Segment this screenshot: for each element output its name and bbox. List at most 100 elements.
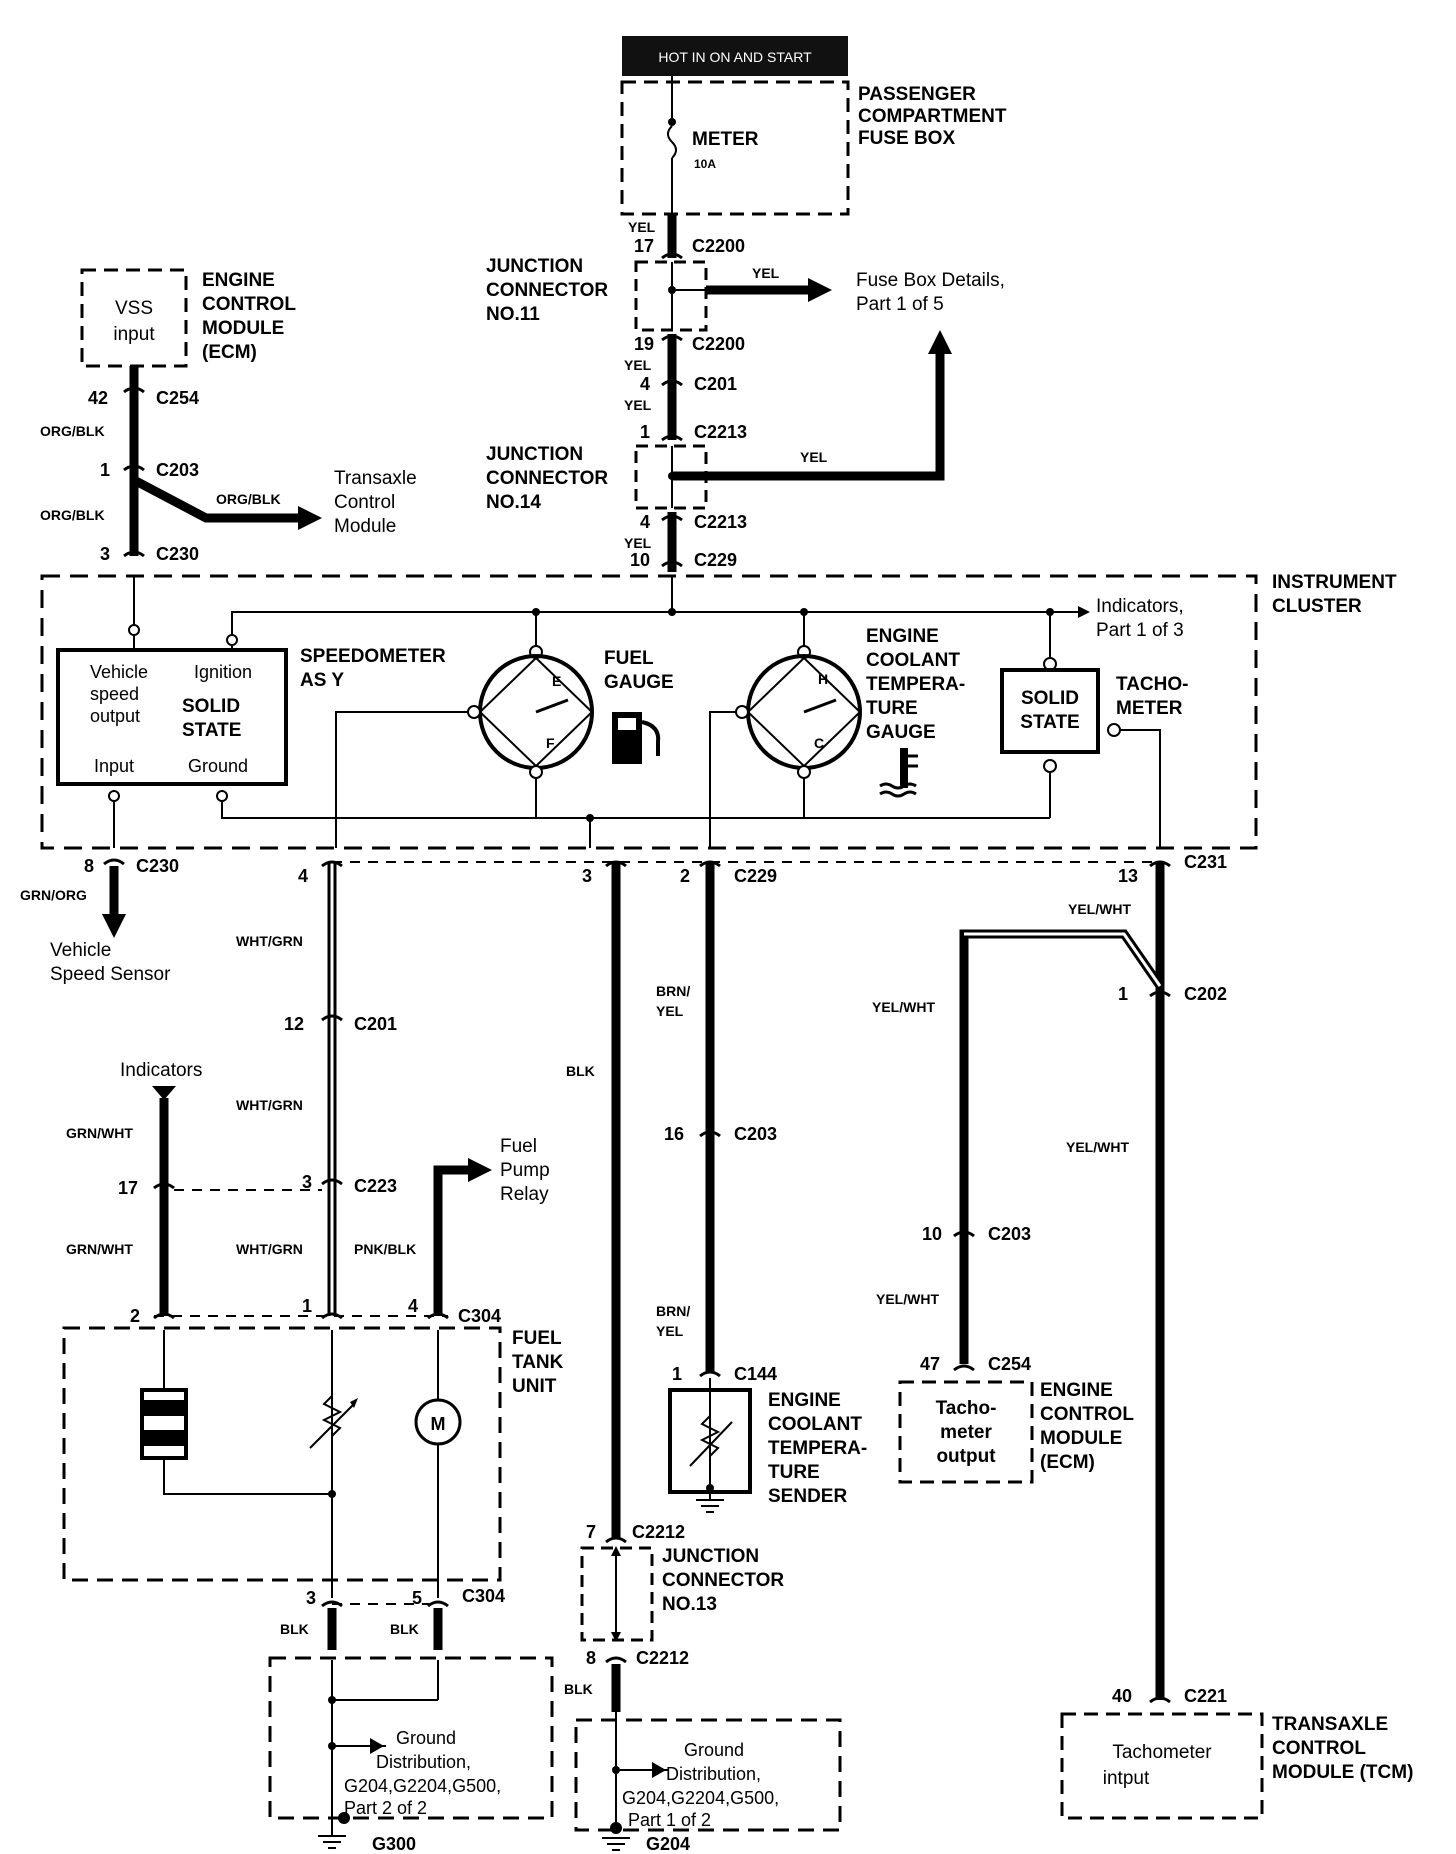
svg-text:10: 10 xyxy=(630,550,650,570)
connector-c203c: 10 C203 xyxy=(922,1224,1031,1244)
solid-state-1a: SOLID xyxy=(182,696,240,717)
fuel-gauge-1: FUEL xyxy=(604,648,654,669)
transaxle-ctrl-3: Module xyxy=(334,516,396,537)
connector-c144: 1 C144 xyxy=(672,1364,777,1384)
wire-label-org-blk-2: ORG/BLK xyxy=(216,491,281,507)
wire-label-org-blk-1: ORG/BLK xyxy=(40,423,105,439)
gauge-letter-c: C xyxy=(814,735,824,751)
arrow-indicators xyxy=(152,1086,176,1100)
svg-text:C203: C203 xyxy=(988,1224,1031,1244)
svg-text:13: 13 xyxy=(1118,866,1138,886)
svg-text:5: 5 xyxy=(412,1588,422,1608)
fuel-tank-unit-3: UNIT xyxy=(512,1376,557,1397)
svg-text:C229: C229 xyxy=(734,866,777,886)
svg-text:C231: C231 xyxy=(1184,852,1227,872)
transaxle-ctrl-2: Control xyxy=(334,492,395,513)
svg-text:12: 12 xyxy=(284,1014,304,1034)
fuse-box-title-1: PASSENGER xyxy=(858,84,976,105)
solid-state-2a: SOLID xyxy=(1021,688,1079,709)
svg-text:C304: C304 xyxy=(458,1306,501,1326)
ground-right-box xyxy=(574,1718,842,1832)
connector-c2213a: 1 C2213 xyxy=(640,422,747,442)
junction-13-title-1: JUNCTION xyxy=(662,1546,759,1567)
junction-14-title-3: NO.14 xyxy=(486,492,541,513)
svg-text:C2213: C2213 xyxy=(694,512,747,532)
svg-text:3: 3 xyxy=(100,544,110,564)
svg-text:2: 2 xyxy=(680,866,690,886)
wire-label-brn-yel-2b: YEL xyxy=(656,1323,684,1339)
wire-pnk-blk xyxy=(433,1165,470,1316)
wire-yel-fusebox-2 xyxy=(672,350,945,481)
wire-label-yel-wht-3: YEL/WHT xyxy=(1066,1139,1129,1155)
ecm-bottom-box-3: output xyxy=(936,1446,996,1467)
ground-symbol-sender xyxy=(696,1499,724,1513)
svg-text:2: 2 xyxy=(130,1306,140,1326)
svg-text:8: 8 xyxy=(84,856,94,876)
wire-org-blk-tcm xyxy=(131,476,300,523)
hot-label: HOT IN ON AND START xyxy=(622,36,848,76)
fuse-icon xyxy=(667,125,677,159)
wire-label-grn-wht-2: GRN/WHT xyxy=(66,1241,133,1257)
connector-c2200a: 17 C2200 xyxy=(634,236,745,260)
svg-text:C201: C201 xyxy=(694,374,737,394)
fuse-rating: 10A xyxy=(694,157,716,171)
svg-text:C203: C203 xyxy=(734,1124,777,1144)
svg-text:4: 4 xyxy=(298,866,308,886)
tcm-title-3: MODULE (TCM) xyxy=(1272,1762,1413,1783)
coolant-sender-5: SENDER xyxy=(768,1486,847,1507)
tcm-box-2: intput xyxy=(1103,1768,1150,1789)
coolant-gauge-5: GAUGE xyxy=(866,722,936,743)
svg-text:C2212: C2212 xyxy=(632,1522,685,1542)
wire-label-grn-org: GRN/ORG xyxy=(20,887,87,903)
wire-label-blk-2: BLK xyxy=(390,1621,419,1637)
connector-c202: 1 C202 xyxy=(1118,984,1227,1004)
junction-14-title-2: CONNECTOR xyxy=(486,468,608,489)
fuel-gauge-2: GAUGE xyxy=(604,672,674,693)
fuel-pump-relay-3: Relay xyxy=(500,1184,549,1205)
svg-text:C2200: C2200 xyxy=(692,236,745,256)
svg-text:C221: C221 xyxy=(1184,1686,1227,1706)
ecm-bottom-box-1: Tacho- xyxy=(936,1398,997,1419)
gauge-letter-f: F xyxy=(546,735,555,751)
connector-c2212b: 8 C2212 xyxy=(586,1648,689,1668)
wire-label-yel-3: YEL xyxy=(624,357,652,373)
wire-label-grn-wht-1: GRN/WHT xyxy=(66,1125,133,1141)
connector-c304b: 1 xyxy=(302,1296,343,1320)
ground-left-3: G204,G2204,G500, xyxy=(344,1776,501,1796)
vss-2: Speed Sensor xyxy=(50,964,171,985)
solid-state-1b: STATE xyxy=(182,720,241,741)
junction-11-title-2: CONNECTOR xyxy=(486,280,608,301)
fuel-level-sensor-icon xyxy=(140,1388,188,1460)
svg-text:17: 17 xyxy=(118,1178,138,1198)
svg-text:47: 47 xyxy=(920,1354,940,1374)
wire-label-org-blk-3: ORG/BLK xyxy=(40,507,105,523)
connector-c2212a: 7 C2212 xyxy=(586,1522,685,1544)
coolant-gauge-3: TEMPERA- xyxy=(866,674,965,695)
connector-c304a: 2 xyxy=(130,1306,175,1326)
motor-label: M xyxy=(431,1414,446,1434)
wire-label-yel-2: YEL xyxy=(752,265,780,281)
svg-text:4: 4 xyxy=(408,1296,418,1316)
solid-state-block-1 xyxy=(56,648,288,786)
wire-label-brn-yel-1b: YEL xyxy=(656,1003,684,1019)
wire-label-wht-grn-2: WHT/GRN xyxy=(236,1097,303,1113)
connector-pin3-blk: 3 xyxy=(582,860,627,886)
connector-c229b: 2 C229 xyxy=(680,860,777,886)
gauge-letter-h: H xyxy=(818,671,828,687)
svg-text:1: 1 xyxy=(100,460,110,480)
fuel-pump-relay-2: Pump xyxy=(500,1160,550,1181)
connector-c304c: 4 C304 xyxy=(408,1296,501,1326)
connector-c229a: 10 C229 xyxy=(630,550,737,570)
ground-left-box xyxy=(268,1656,554,1820)
connector-c201a: 4 C201 xyxy=(640,374,737,394)
svg-text:C229: C229 xyxy=(694,550,737,570)
tcm-title-1: TRANSAXLE xyxy=(1272,1714,1388,1735)
ecm-bottom-title-2: CONTROL xyxy=(1040,1404,1134,1425)
arrow-fuse-details-2 xyxy=(928,330,952,354)
wire-label-yel-wht-2: YEL/WHT xyxy=(872,999,935,1015)
coolant-temp-icon xyxy=(879,748,918,798)
svg-text:C230: C230 xyxy=(136,856,179,876)
wire-label-wht-grn-1: WHT/GRN xyxy=(236,933,303,949)
connector-c230b: 8 C230 xyxy=(84,856,179,876)
wire-label-brn-yel-1a: BRN/ xyxy=(656,983,690,999)
